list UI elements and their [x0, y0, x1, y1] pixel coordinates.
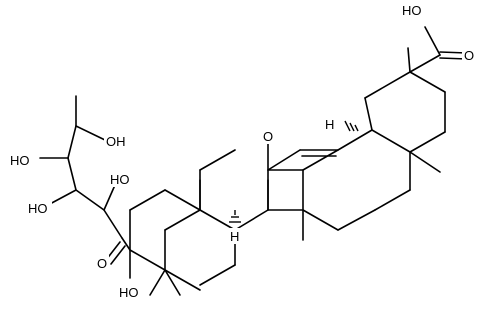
bond — [149, 269, 166, 296]
label-oh-chain-2: HO — [28, 201, 48, 216]
label-mask — [117, 284, 143, 300]
label-mask — [400, 2, 428, 18]
bond — [67, 125, 77, 159]
bond — [47, 189, 77, 206]
bond — [302, 149, 339, 171]
label-mask — [462, 47, 476, 63]
atom-labels: HO O O O H H HO HO HO HO OH — [8, 2, 476, 300]
label-oh-chain-1: HO — [110, 172, 130, 187]
label-carboxyl-o: O — [464, 48, 474, 63]
bond — [75, 125, 106, 141]
bond — [129, 249, 166, 271]
bond — [199, 209, 236, 231]
label-mask — [228, 228, 242, 244]
bond — [110, 245, 126, 265]
bond — [267, 149, 301, 171]
bond — [164, 269, 201, 291]
bond — [164, 189, 201, 211]
bond — [371, 129, 411, 153]
hash-mark — [349, 122, 355, 132]
bond — [424, 26, 441, 56]
bond — [103, 209, 123, 239]
label-mask — [104, 133, 134, 149]
bond — [337, 129, 373, 151]
bond — [407, 47, 411, 73]
label-oh-chain-4: OH — [106, 134, 126, 149]
label-h-mid: H — [230, 229, 239, 244]
bond — [164, 209, 201, 231]
bonds — [39, 26, 468, 296]
bond — [302, 209, 339, 231]
bond — [409, 131, 446, 153]
bond — [67, 157, 77, 191]
stereo-hash-bonds — [229, 120, 359, 223]
label-oh-c3: HO — [119, 285, 139, 300]
label-mask — [26, 200, 52, 216]
bond — [164, 269, 181, 296]
bond — [374, 189, 411, 211]
label-mask — [95, 255, 109, 271]
bond — [129, 189, 166, 211]
bond — [234, 209, 269, 231]
hash-mark — [354, 124, 359, 132]
label-carboxyl-oh: HO — [402, 3, 422, 18]
label-mask — [8, 152, 38, 168]
bond — [409, 151, 441, 173]
label-mask — [323, 116, 337, 132]
bond — [199, 264, 236, 286]
bond — [409, 71, 446, 93]
bond — [121, 237, 131, 251]
bond — [364, 97, 373, 131]
bond — [199, 149, 236, 171]
label-mask — [108, 171, 134, 187]
label-h-top: H — [325, 117, 334, 132]
label-ring-ketone-o: O — [263, 129, 273, 144]
label-mask — [261, 128, 275, 144]
hash-mark — [344, 120, 351, 132]
bond — [364, 71, 411, 99]
bond — [103, 184, 116, 211]
bond — [337, 209, 376, 231]
label-chain-ketone-o: O — [97, 256, 107, 271]
bond — [409, 54, 441, 73]
label-oh-chain-3: HO — [10, 153, 30, 168]
bond — [75, 189, 105, 211]
